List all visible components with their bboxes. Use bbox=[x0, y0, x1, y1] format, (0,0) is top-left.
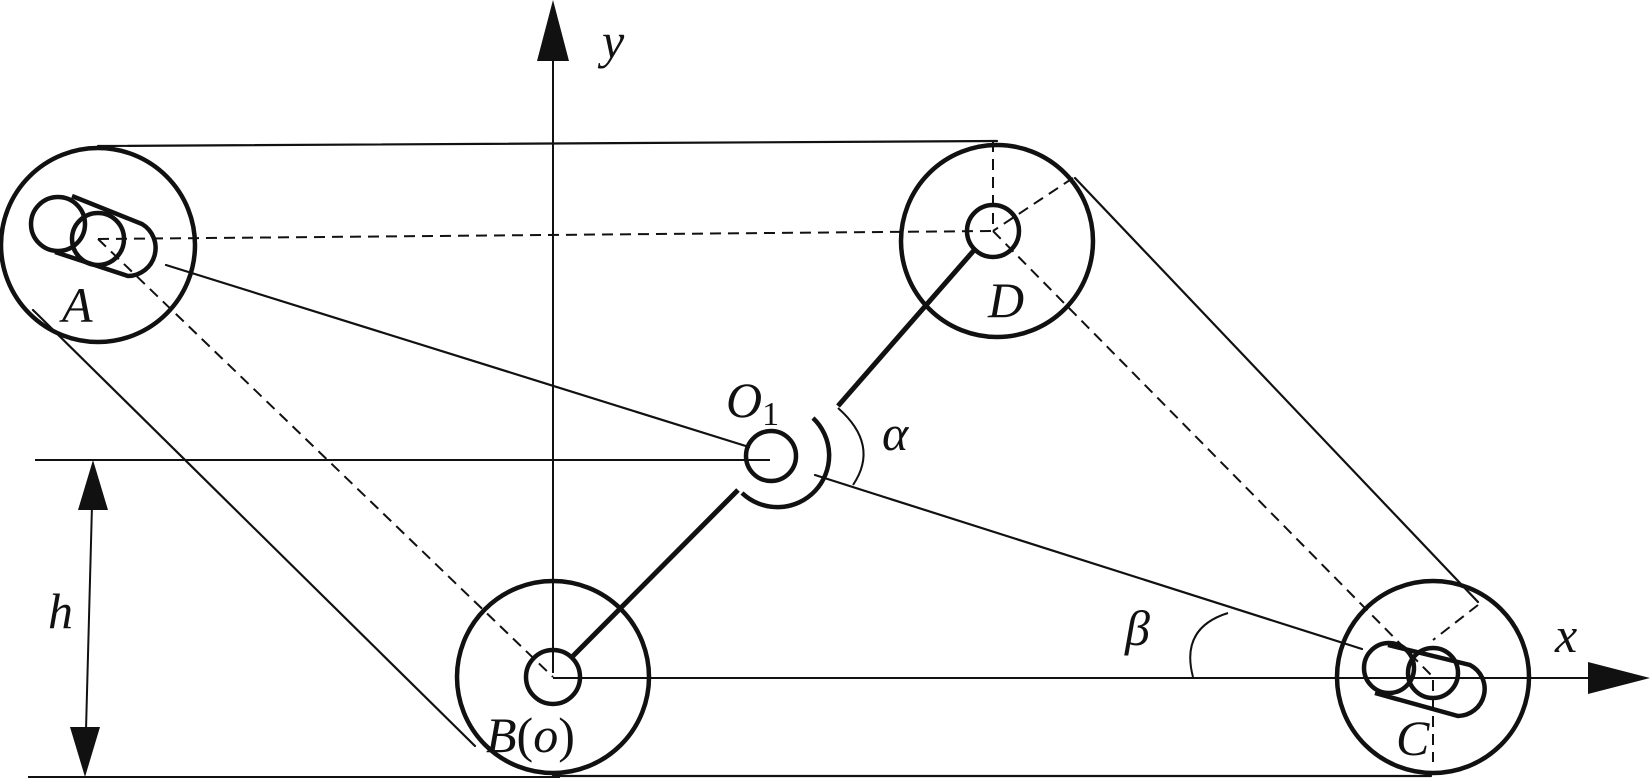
construction-dashes bbox=[97, 141, 1479, 762]
x-axis-arrowhead bbox=[1588, 662, 1650, 694]
point-B-close-paren: ) bbox=[558, 707, 575, 763]
wheel-D bbox=[898, 142, 1096, 340]
h-dimension-line bbox=[85, 504, 93, 731]
point-A-label: A bbox=[59, 277, 93, 333]
slot-C-end bbox=[1361, 640, 1417, 696]
main-link bbox=[164, 263, 1364, 651]
point-O1-letter: O bbox=[726, 372, 762, 428]
crank-link bbox=[571, 246, 978, 658]
pin-C bbox=[1405, 645, 1461, 701]
belt-left bbox=[31, 308, 477, 748]
pin-B bbox=[523, 647, 583, 707]
wheel-C bbox=[1334, 578, 1532, 776]
joint-O1-group bbox=[740, 416, 832, 510]
belt-right bbox=[1073, 176, 1480, 604]
labels: y x A D O1 α β h B(o) C bbox=[48, 13, 1577, 766]
dash-C-diagonal bbox=[1432, 604, 1479, 641]
dash-A-B bbox=[97, 238, 554, 678]
h-label: h bbox=[48, 583, 73, 639]
dash-D-C bbox=[992, 230, 1434, 678]
wheel-C-group bbox=[1334, 578, 1532, 776]
point-B-open-paren: ( bbox=[517, 707, 534, 763]
pin-D bbox=[964, 202, 1022, 260]
wheel-D-group bbox=[898, 142, 1096, 340]
belt-lines bbox=[31, 139, 1480, 778]
link-O1-C bbox=[813, 473, 1364, 651]
point-B-label: B(o) bbox=[486, 707, 575, 763]
point-C-label: C bbox=[1396, 710, 1430, 766]
point-O1-subscript: 1 bbox=[762, 396, 779, 433]
crank-B-O1 bbox=[571, 488, 740, 658]
x-axis-label: x bbox=[1554, 607, 1577, 663]
link-A-O1 bbox=[164, 263, 751, 449]
angle-arcs bbox=[837, 407, 1229, 678]
joint-O1-bearing bbox=[740, 416, 832, 510]
alpha-arc bbox=[837, 407, 865, 486]
wheel-A bbox=[0, 145, 198, 345]
slot-A-end bbox=[28, 194, 88, 254]
pin-A bbox=[69, 210, 127, 268]
beta-label: β bbox=[1124, 600, 1150, 656]
wheel-B-group bbox=[454, 578, 652, 776]
dash-A-D bbox=[97, 230, 994, 240]
wheel-B bbox=[454, 578, 652, 776]
alpha-label: α bbox=[882, 405, 910, 461]
crank-O1-D bbox=[836, 246, 978, 408]
slot-A bbox=[54, 193, 158, 279]
h-arrow-bottom bbox=[70, 727, 100, 777]
beta-arc bbox=[1189, 612, 1229, 678]
slot-C bbox=[1374, 642, 1487, 719]
belt-top bbox=[96, 139, 999, 148]
coordinate-axes bbox=[537, 0, 1650, 694]
h-arrow-top bbox=[78, 460, 108, 510]
point-D-label: D bbox=[987, 272, 1024, 328]
joint-O1 bbox=[743, 428, 799, 484]
point-B-letter: B bbox=[486, 707, 517, 763]
reference-lines bbox=[28, 459, 770, 778]
wheel-A-group bbox=[0, 145, 198, 345]
point-B-origin: o bbox=[533, 707, 558, 763]
y-axis-label: y bbox=[597, 13, 625, 69]
dash-D-diagonal bbox=[992, 177, 1074, 232]
point-O1-label: O1 bbox=[726, 372, 779, 433]
dimension-h bbox=[70, 460, 108, 777]
y-axis-arrowhead bbox=[537, 0, 569, 61]
